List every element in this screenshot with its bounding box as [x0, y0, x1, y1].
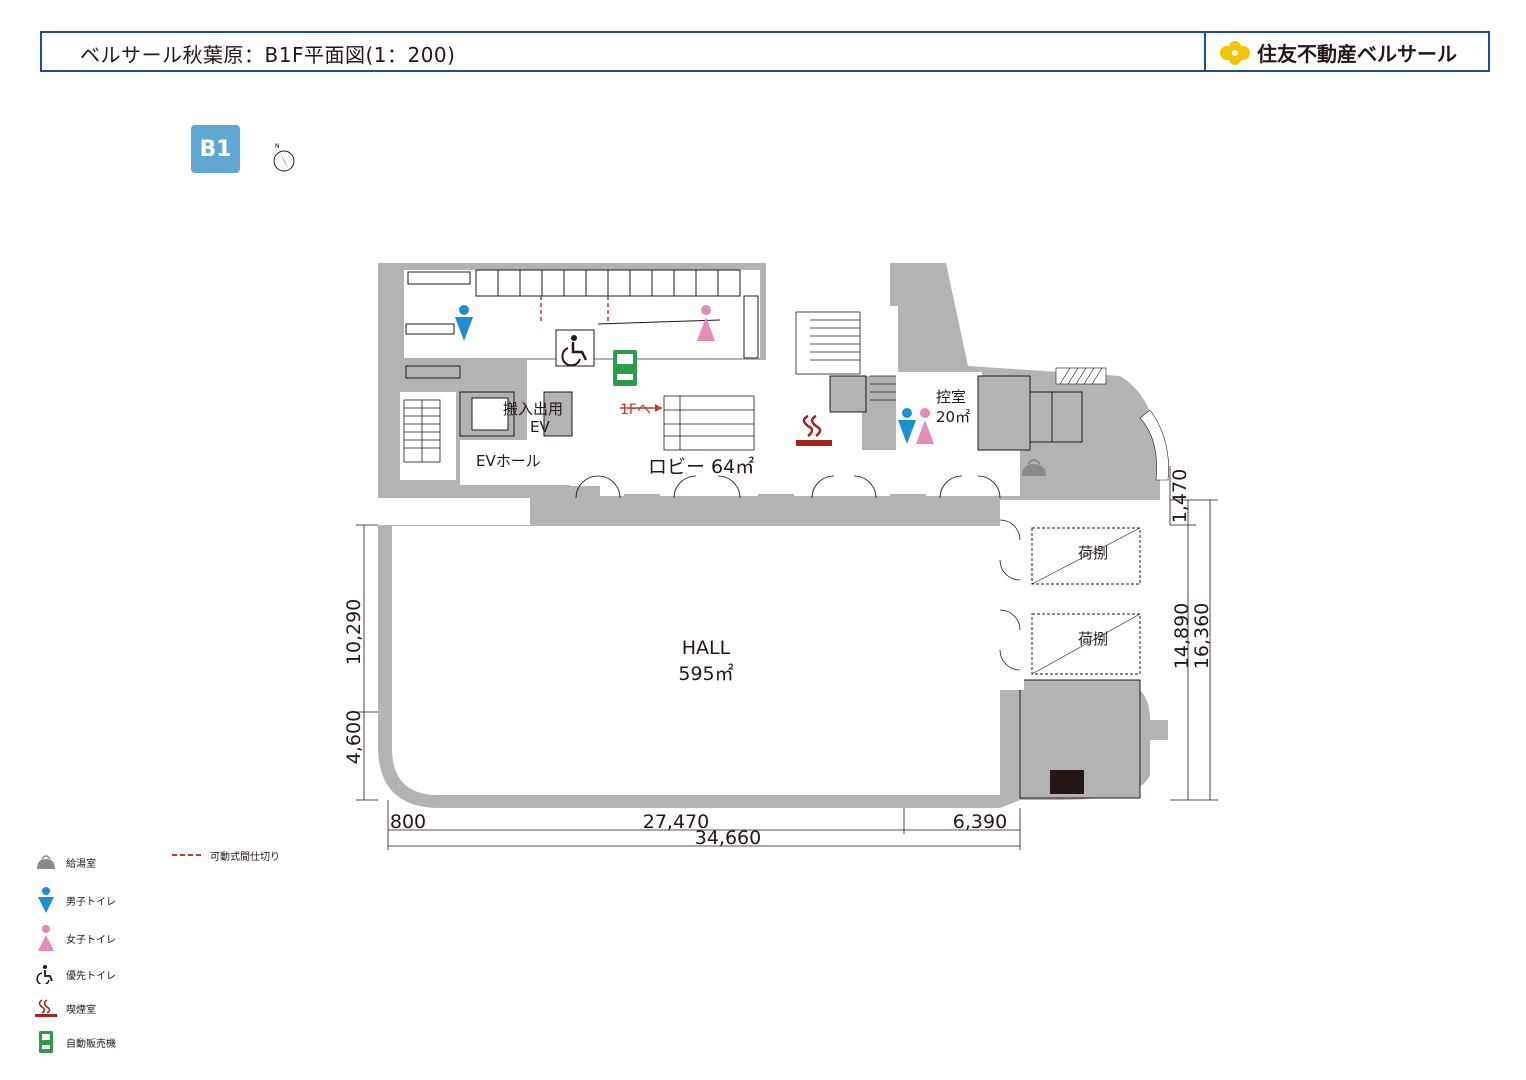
legend-partition: 可動式間仕切り: [172, 848, 280, 863]
brand-logo-icon: [1220, 40, 1250, 65]
mens-toilet-icon: [898, 408, 916, 444]
vending-machine-icon: [34, 1030, 58, 1054]
legend-vending-label: 自動販売機: [66, 1038, 116, 1050]
womens-toilet-icon: [34, 925, 58, 951]
dim-left-lower: 4,600: [343, 710, 365, 764]
legend-womens-label: 女子トイレ: [66, 934, 116, 946]
smoking-room-icon: [34, 996, 58, 1020]
legend-womens: 女子トイレ: [34, 925, 116, 951]
dimension-lines: [356, 466, 1218, 850]
pillars: [624, 494, 926, 526]
arrow-head-icon: [655, 404, 662, 412]
legend-vending: 自動販売機: [34, 1030, 116, 1054]
lobby-label: ロビー 64㎡: [648, 455, 754, 478]
hall-label: HALL: [682, 637, 731, 659]
partition-line-icon: [172, 850, 202, 861]
elevators: [459, 375, 867, 437]
womens-toilet-icon: [697, 305, 715, 341]
legend-mens-label: 男子トイレ: [66, 896, 116, 908]
compass-icon: N: [271, 143, 297, 179]
dim-right-mid: 14,890: [1171, 603, 1193, 669]
escalators: [663, 395, 755, 451]
dim-bottom-right: 6,390: [953, 811, 1007, 833]
service-block: [378, 263, 1160, 525]
toilet-stalls: [405, 269, 759, 379]
hall-block: [378, 500, 1168, 808]
mens-toilet-icon: [34, 887, 58, 913]
waiting-room-area: 20㎡: [936, 408, 970, 426]
legend-kitchen: 給湯室: [34, 850, 96, 874]
dim-bottom-total: 34,660: [695, 827, 761, 849]
accessible-toilet-icon: [34, 962, 58, 986]
vending-machine-icon: [613, 350, 637, 386]
accessible-toilet-icon: [555, 329, 595, 367]
to-1f-label: 1Fへ: [620, 402, 651, 418]
storage-label-1: 荷捌: [1078, 544, 1108, 562]
freight-ev-label-2: EV: [530, 418, 550, 436]
dim-left-upper: 10,290: [343, 599, 365, 665]
legend-partition-label: 可動式間仕切り: [210, 852, 280, 863]
header-divider: [1204, 33, 1206, 70]
floor-badge: B1: [191, 125, 240, 173]
legend-smoking-label: 喫煙室: [66, 1004, 96, 1016]
kitchen-icon: [34, 850, 58, 874]
staircase-right: [795, 311, 896, 401]
legend-mens: 男子トイレ: [34, 887, 116, 913]
compass-label: N: [275, 143, 280, 150]
mens-toilet-icon: [455, 305, 473, 341]
hatched-areas: [1055, 367, 1169, 481]
legend-accessible-label: 優先トイレ: [66, 970, 116, 982]
ev-hall-label: EVホール: [476, 452, 541, 470]
dim-right-top: 1,470: [1169, 469, 1191, 523]
brand: 住友不動産ベルサール: [1217, 38, 1457, 67]
page-title: ベルサール秋葉原：B1F平面図(1：200): [80, 43, 456, 67]
header-bar: ベルサール秋葉原：B1F平面図(1：200) 住友不動産ベルサール: [40, 31, 1490, 72]
waiting-room-label: 控室: [936, 388, 966, 406]
legend-smoking: 喫煙室: [34, 996, 96, 1020]
dim-bottom-mid: 27,470: [643, 811, 709, 833]
dim-bottom-left: 800: [390, 811, 426, 833]
dim-right-total: 16,360: [1191, 603, 1213, 669]
brand-name: 住友不動産ベルサール: [1257, 42, 1457, 66]
legend-kitchen-label: 給湯室: [66, 858, 96, 870]
hall-area-label: 595㎡: [678, 662, 733, 685]
womens-toilet-icon: [916, 408, 934, 444]
kitchen-icon: [1022, 459, 1046, 476]
doors: [575, 475, 1021, 671]
freight-ev-label: 搬入出用: [503, 400, 563, 418]
legend-accessible: 優先トイレ: [34, 962, 116, 986]
smoking-room-icon: [796, 414, 832, 446]
staircase-left: [403, 399, 441, 463]
storage-label-2: 荷捌: [1078, 630, 1108, 648]
